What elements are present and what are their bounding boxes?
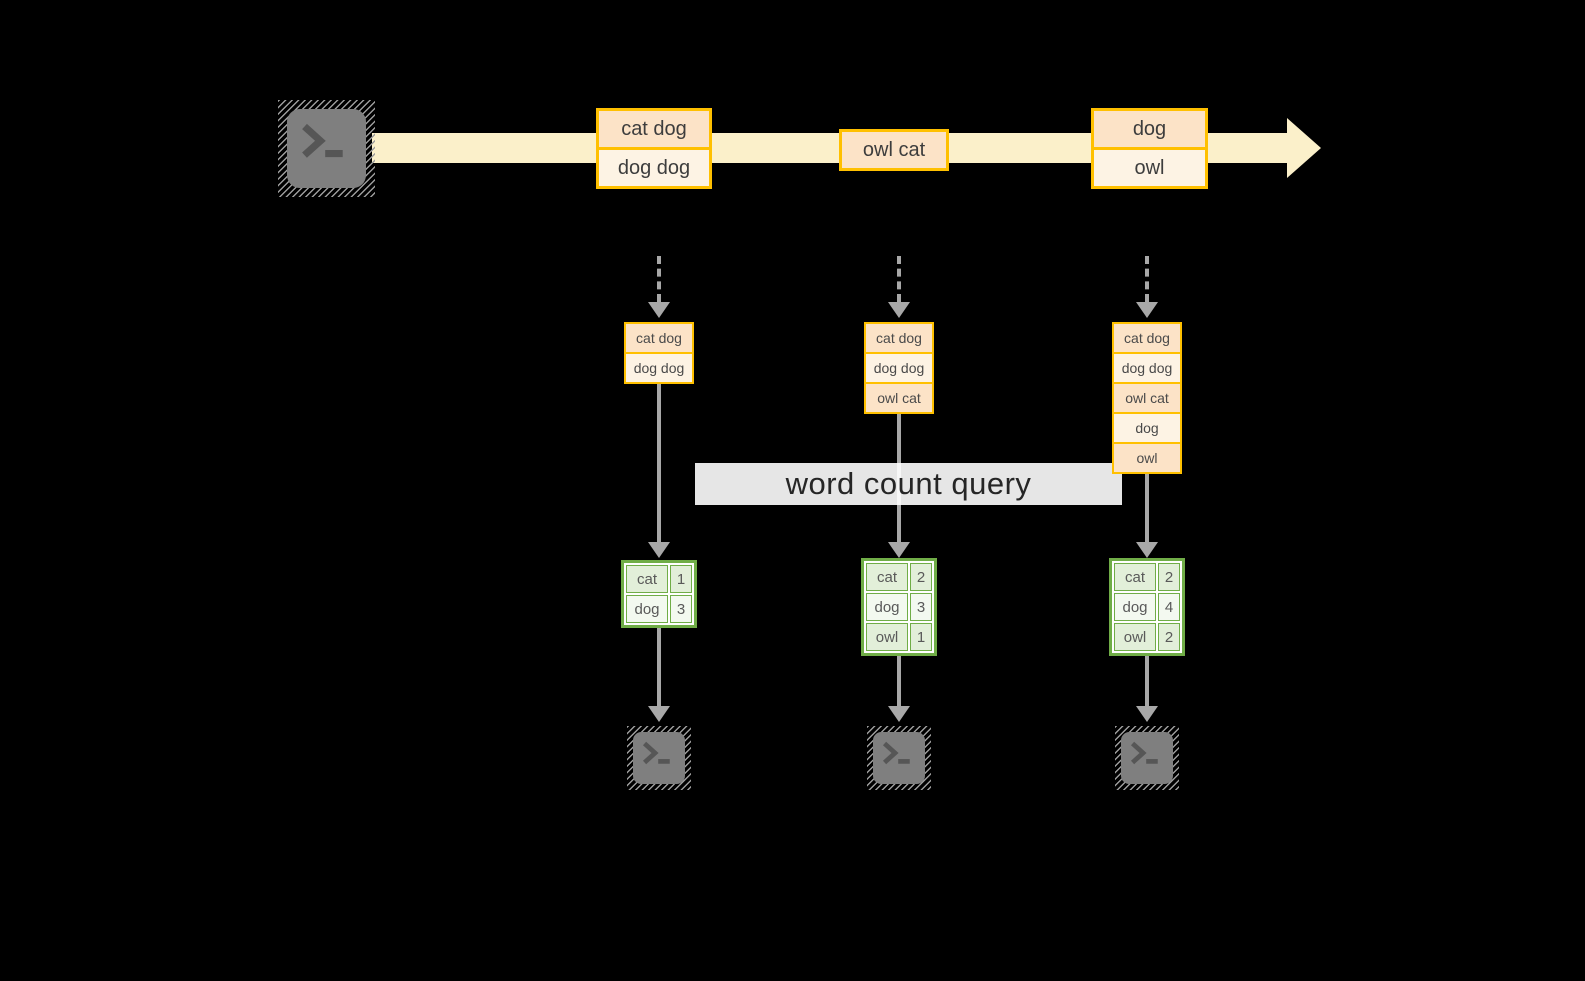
- stream-record: cat dog: [599, 111, 709, 147]
- output-sink-3: [1115, 726, 1179, 790]
- query-label-banner: word count query: [695, 463, 1122, 505]
- stream-record: dog dog: [599, 150, 709, 186]
- terminal-prompt-icon: [642, 741, 670, 764]
- count-word-cell: cat: [1114, 563, 1156, 591]
- count-value-cell: 3: [910, 593, 932, 621]
- count-value-cell: 3: [670, 595, 692, 623]
- input-state-batch-1: cat dog dog dog: [624, 322, 694, 384]
- state-record: owl cat: [866, 384, 932, 412]
- stream-batch-2: owl cat: [839, 129, 949, 171]
- state-record: dog dog: [626, 354, 692, 382]
- trigger-arrow-line: [897, 256, 901, 302]
- stream-timeline-arrowhead-icon: [1287, 118, 1321, 178]
- terminal-prompt-icon: [1130, 741, 1158, 764]
- state-record: cat dog: [1114, 324, 1180, 352]
- terminal-icon: [1120, 731, 1174, 785]
- word-count-table-2: cat 2 dog 3 owl 1: [861, 558, 937, 656]
- output-arrow-line: [897, 656, 901, 706]
- state-record: cat dog: [626, 324, 692, 352]
- stream-record: dog: [1094, 111, 1205, 147]
- trigger-arrowhead-icon: [648, 302, 670, 318]
- count-value-cell: 2: [910, 563, 932, 591]
- query-arrowhead-icon: [1136, 542, 1158, 558]
- stream-record: owl: [1094, 150, 1205, 186]
- stream-batch-3: dog owl: [1091, 108, 1208, 189]
- output-arrowhead-icon: [888, 706, 910, 722]
- trigger-arrowhead-icon: [1136, 302, 1158, 318]
- stream-source: [278, 100, 375, 197]
- count-word-cell: dog: [866, 593, 908, 621]
- terminal-icon: [872, 731, 926, 785]
- count-value-cell: 4: [1158, 593, 1180, 621]
- trigger-arrow-line: [1145, 256, 1149, 302]
- count-value-cell: 2: [1158, 623, 1180, 651]
- terminal-icon: [632, 731, 686, 785]
- output-arrowhead-icon: [648, 706, 670, 722]
- count-word-cell: cat: [626, 565, 668, 593]
- count-word-cell: cat: [866, 563, 908, 591]
- query-arrowhead-icon: [648, 542, 670, 558]
- query-arrow-line: [657, 384, 661, 542]
- state-record: owl cat: [1114, 384, 1180, 412]
- count-value-cell: 1: [670, 565, 692, 593]
- terminal-prompt-icon: [882, 741, 910, 764]
- terminal-icon: [286, 108, 367, 189]
- state-record: owl: [1114, 444, 1180, 472]
- trigger-arrowhead-icon: [888, 302, 910, 318]
- output-arrowhead-icon: [1136, 706, 1158, 722]
- query-arrow-line: [1145, 474, 1149, 542]
- count-value-cell: 2: [1158, 563, 1180, 591]
- count-word-cell: dog: [1114, 593, 1156, 621]
- word-count-table-1: cat 1 dog 3: [621, 560, 697, 628]
- count-word-cell: dog: [626, 595, 668, 623]
- state-record: dog dog: [866, 354, 932, 382]
- output-sink-2: [867, 726, 931, 790]
- count-value-cell: 1: [910, 623, 932, 651]
- output-sink-1: [627, 726, 691, 790]
- input-state-batch-3: cat dog dog dog owl cat dog owl: [1112, 322, 1182, 474]
- state-record: cat dog: [866, 324, 932, 352]
- count-word-cell: owl: [866, 623, 908, 651]
- query-label: word count query: [785, 466, 1032, 501]
- query-arrowhead-icon: [888, 542, 910, 558]
- trigger-arrow-line: [657, 256, 661, 302]
- state-record: dog dog: [1114, 354, 1180, 382]
- state-record: dog: [1114, 414, 1180, 442]
- output-arrow-line: [657, 628, 661, 706]
- stream-record: owl cat: [842, 132, 946, 168]
- word-count-table-3: cat 2 dog 4 owl 2: [1109, 558, 1185, 656]
- count-word-cell: owl: [1114, 623, 1156, 651]
- output-arrow-line: [1145, 656, 1149, 706]
- stream-batch-1: cat dog dog dog: [596, 108, 712, 189]
- input-state-batch-2: cat dog dog dog owl cat: [864, 322, 934, 414]
- terminal-prompt-icon: [301, 123, 343, 158]
